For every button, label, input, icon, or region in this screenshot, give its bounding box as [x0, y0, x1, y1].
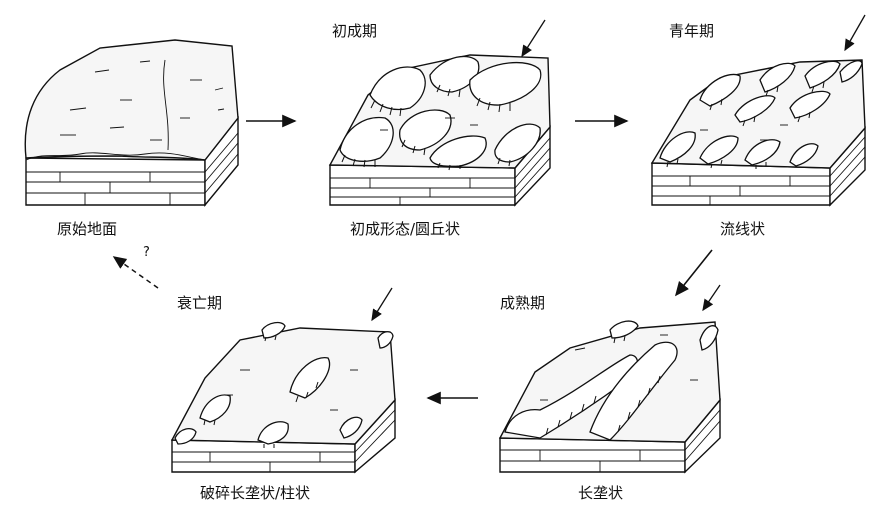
block-initial	[328, 19, 551, 207]
block-original-ground	[24, 39, 239, 207]
caption-streamline: 流线状	[720, 220, 766, 238]
caption-initial-form: 初成形态/圆丘状	[350, 220, 461, 238]
arrow-return-dashed	[112, 256, 159, 289]
arrow-to-mature	[675, 249, 713, 297]
caption-original-ground: 原始地面	[57, 220, 118, 238]
question-mark: ?	[143, 245, 150, 260]
stage-label-youth: 青年期	[669, 22, 715, 40]
caption-long-ridge: 长垄状	[578, 484, 624, 502]
block-decline	[170, 287, 396, 474]
block-mature	[498, 284, 721, 474]
stage-label-initial: 初成期	[332, 22, 378, 40]
block-youth	[650, 14, 866, 207]
stage-label-decline: 衰亡期	[177, 294, 223, 312]
caption-broken-ridge: 破碎长垄状/柱状	[200, 484, 311, 502]
stage-label-mature: 成熟期	[500, 294, 546, 312]
